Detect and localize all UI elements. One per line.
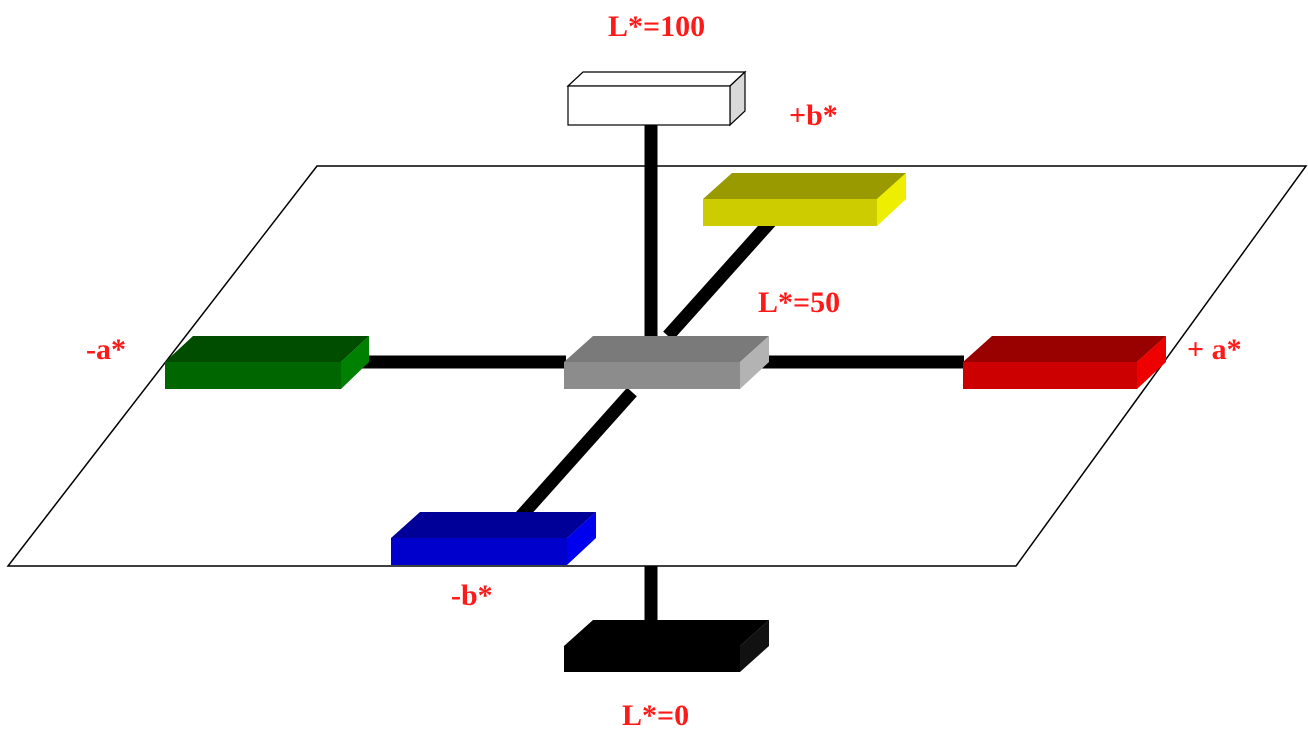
label-l-50: L*=50 [758,286,840,319]
gray-block [564,336,769,389]
black-block [564,620,769,672]
label-minus-b: -b* [451,579,493,612]
white-block [566,70,747,127]
label-l-0: L*=0 [622,699,689,730]
blue-block [391,512,596,565]
yellow-block [703,173,906,226]
connector-blue-diagonal [509,387,637,529]
label-plus-b: +b* [789,99,838,132]
label-l-100: L*=100 [608,10,705,43]
label-plus-a: + a* [1187,333,1242,366]
red-block [963,336,1166,389]
label-minus-a: -a* [86,333,126,366]
green-block [165,336,369,389]
